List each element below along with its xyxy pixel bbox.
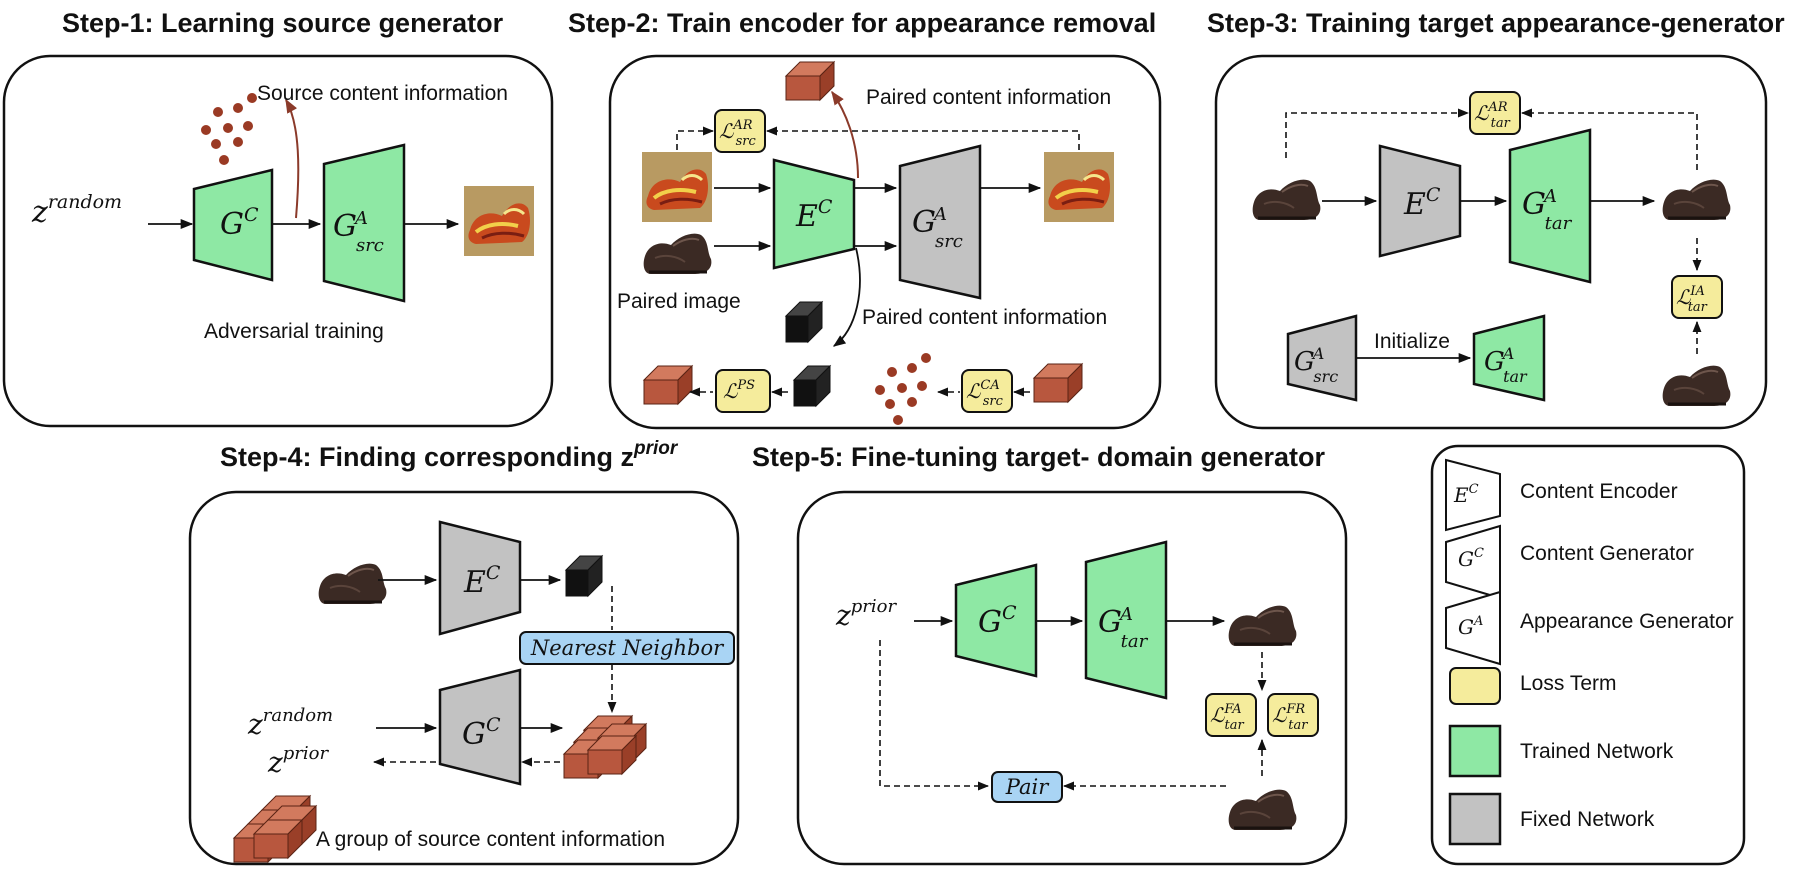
paired-content-bottom-label: Paired content information <box>862 306 1107 329</box>
loss-term-legend-icon <box>1449 667 1501 705</box>
paired-image-label: Paired image <box>617 290 741 313</box>
content-encoder-legend-icon <box>1445 458 1501 532</box>
gc-label: GC <box>220 204 259 242</box>
fixed-network-legend-icon <box>1448 792 1502 846</box>
source-shoe-image-icon <box>640 150 714 224</box>
svg-text:ℒPS: ℒPS <box>723 378 755 403</box>
step1-title: Step-1: Learning source generator <box>62 8 504 38</box>
source-content-label: Source content information <box>257 82 508 105</box>
ec-label: EC <box>1403 184 1441 222</box>
loss-ps <box>715 369 771 413</box>
source-shoe-image-icon <box>462 184 536 258</box>
nearest-neighbor-box <box>519 631 735 665</box>
nearest-neighbor-label: Nearest Neighbor <box>530 636 725 660</box>
step3-title: Step-3: Training target appearance-gener… <box>1207 8 1785 38</box>
step3-source-generator <box>1286 314 1358 402</box>
step4-title: Step-4: Finding corresponding zprior <box>220 438 679 472</box>
z-prior-label: zprior <box>835 596 897 632</box>
legend-appearance-generator: Appearance Generator <box>1520 610 1734 633</box>
step3-target-appearance-generator <box>1508 128 1592 284</box>
gc-label: GC <box>978 602 1017 640</box>
step1-content-generator <box>192 168 274 282</box>
initialize-label: Initialize <box>1374 330 1450 353</box>
source-shoe-image-icon <box>1042 150 1116 224</box>
ec-label: EC <box>795 196 833 234</box>
step3-content-encoder <box>1378 144 1462 258</box>
loss-ca-src <box>961 369 1013 413</box>
ec-label: EC <box>463 562 501 600</box>
svg-text:GA: GA <box>1458 614 1483 639</box>
legend-fixed-network: Fixed Network <box>1520 808 1655 831</box>
loss-ar-tar <box>1469 91 1521 135</box>
legend-panel <box>1430 444 1746 866</box>
step2-content-encoder <box>772 158 856 270</box>
step5-content-generator <box>954 563 1038 678</box>
legend-trained-network: Trained Network <box>1520 740 1674 763</box>
pair-box <box>991 771 1063 803</box>
step1-appearance-generator <box>322 143 406 303</box>
step5-target-appearance-generator <box>1084 540 1168 700</box>
trained-network-legend-icon <box>1448 724 1502 778</box>
step2-title: Step-2: Train encoder for appearance rem… <box>568 8 1156 38</box>
step4-content-encoder <box>438 520 522 636</box>
gc-label: GC <box>462 714 501 752</box>
adversarial-label: Adversarial training <box>204 320 384 343</box>
pair-label: Pair <box>1005 775 1050 799</box>
group-source-content-label: A group of source content information <box>316 828 665 851</box>
step1-panel <box>2 54 554 428</box>
step5-title: Step-5: Fine-tuning target- domain gener… <box>752 442 1326 472</box>
legend-content-generator: Content Generator <box>1520 542 1694 565</box>
loss-fr-tar <box>1267 693 1319 737</box>
legend-loss-term: Loss Term <box>1520 672 1616 695</box>
loss-ia-tar <box>1671 275 1723 319</box>
loss-ar-src <box>714 109 766 153</box>
step3-target-generator-init <box>1472 314 1546 402</box>
step4-content-generator <box>438 668 522 786</box>
z-random-label: zrandom <box>31 191 122 230</box>
appearance-generator-legend-icon <box>1445 590 1501 666</box>
z-random-label: zrandom <box>247 705 333 741</box>
svg-text:EC: EC <box>1453 482 1479 507</box>
loss-fa-tar <box>1205 693 1257 737</box>
legend-content-encoder: Content Encoder <box>1520 480 1678 503</box>
step5-panel <box>796 490 1348 866</box>
z-prior-label: zprior <box>267 743 329 779</box>
paired-content-top-label: Paired content information <box>866 86 1111 109</box>
svg-text:GC: GC <box>1458 546 1484 571</box>
step2-fixed-appearance-generator <box>898 144 982 300</box>
